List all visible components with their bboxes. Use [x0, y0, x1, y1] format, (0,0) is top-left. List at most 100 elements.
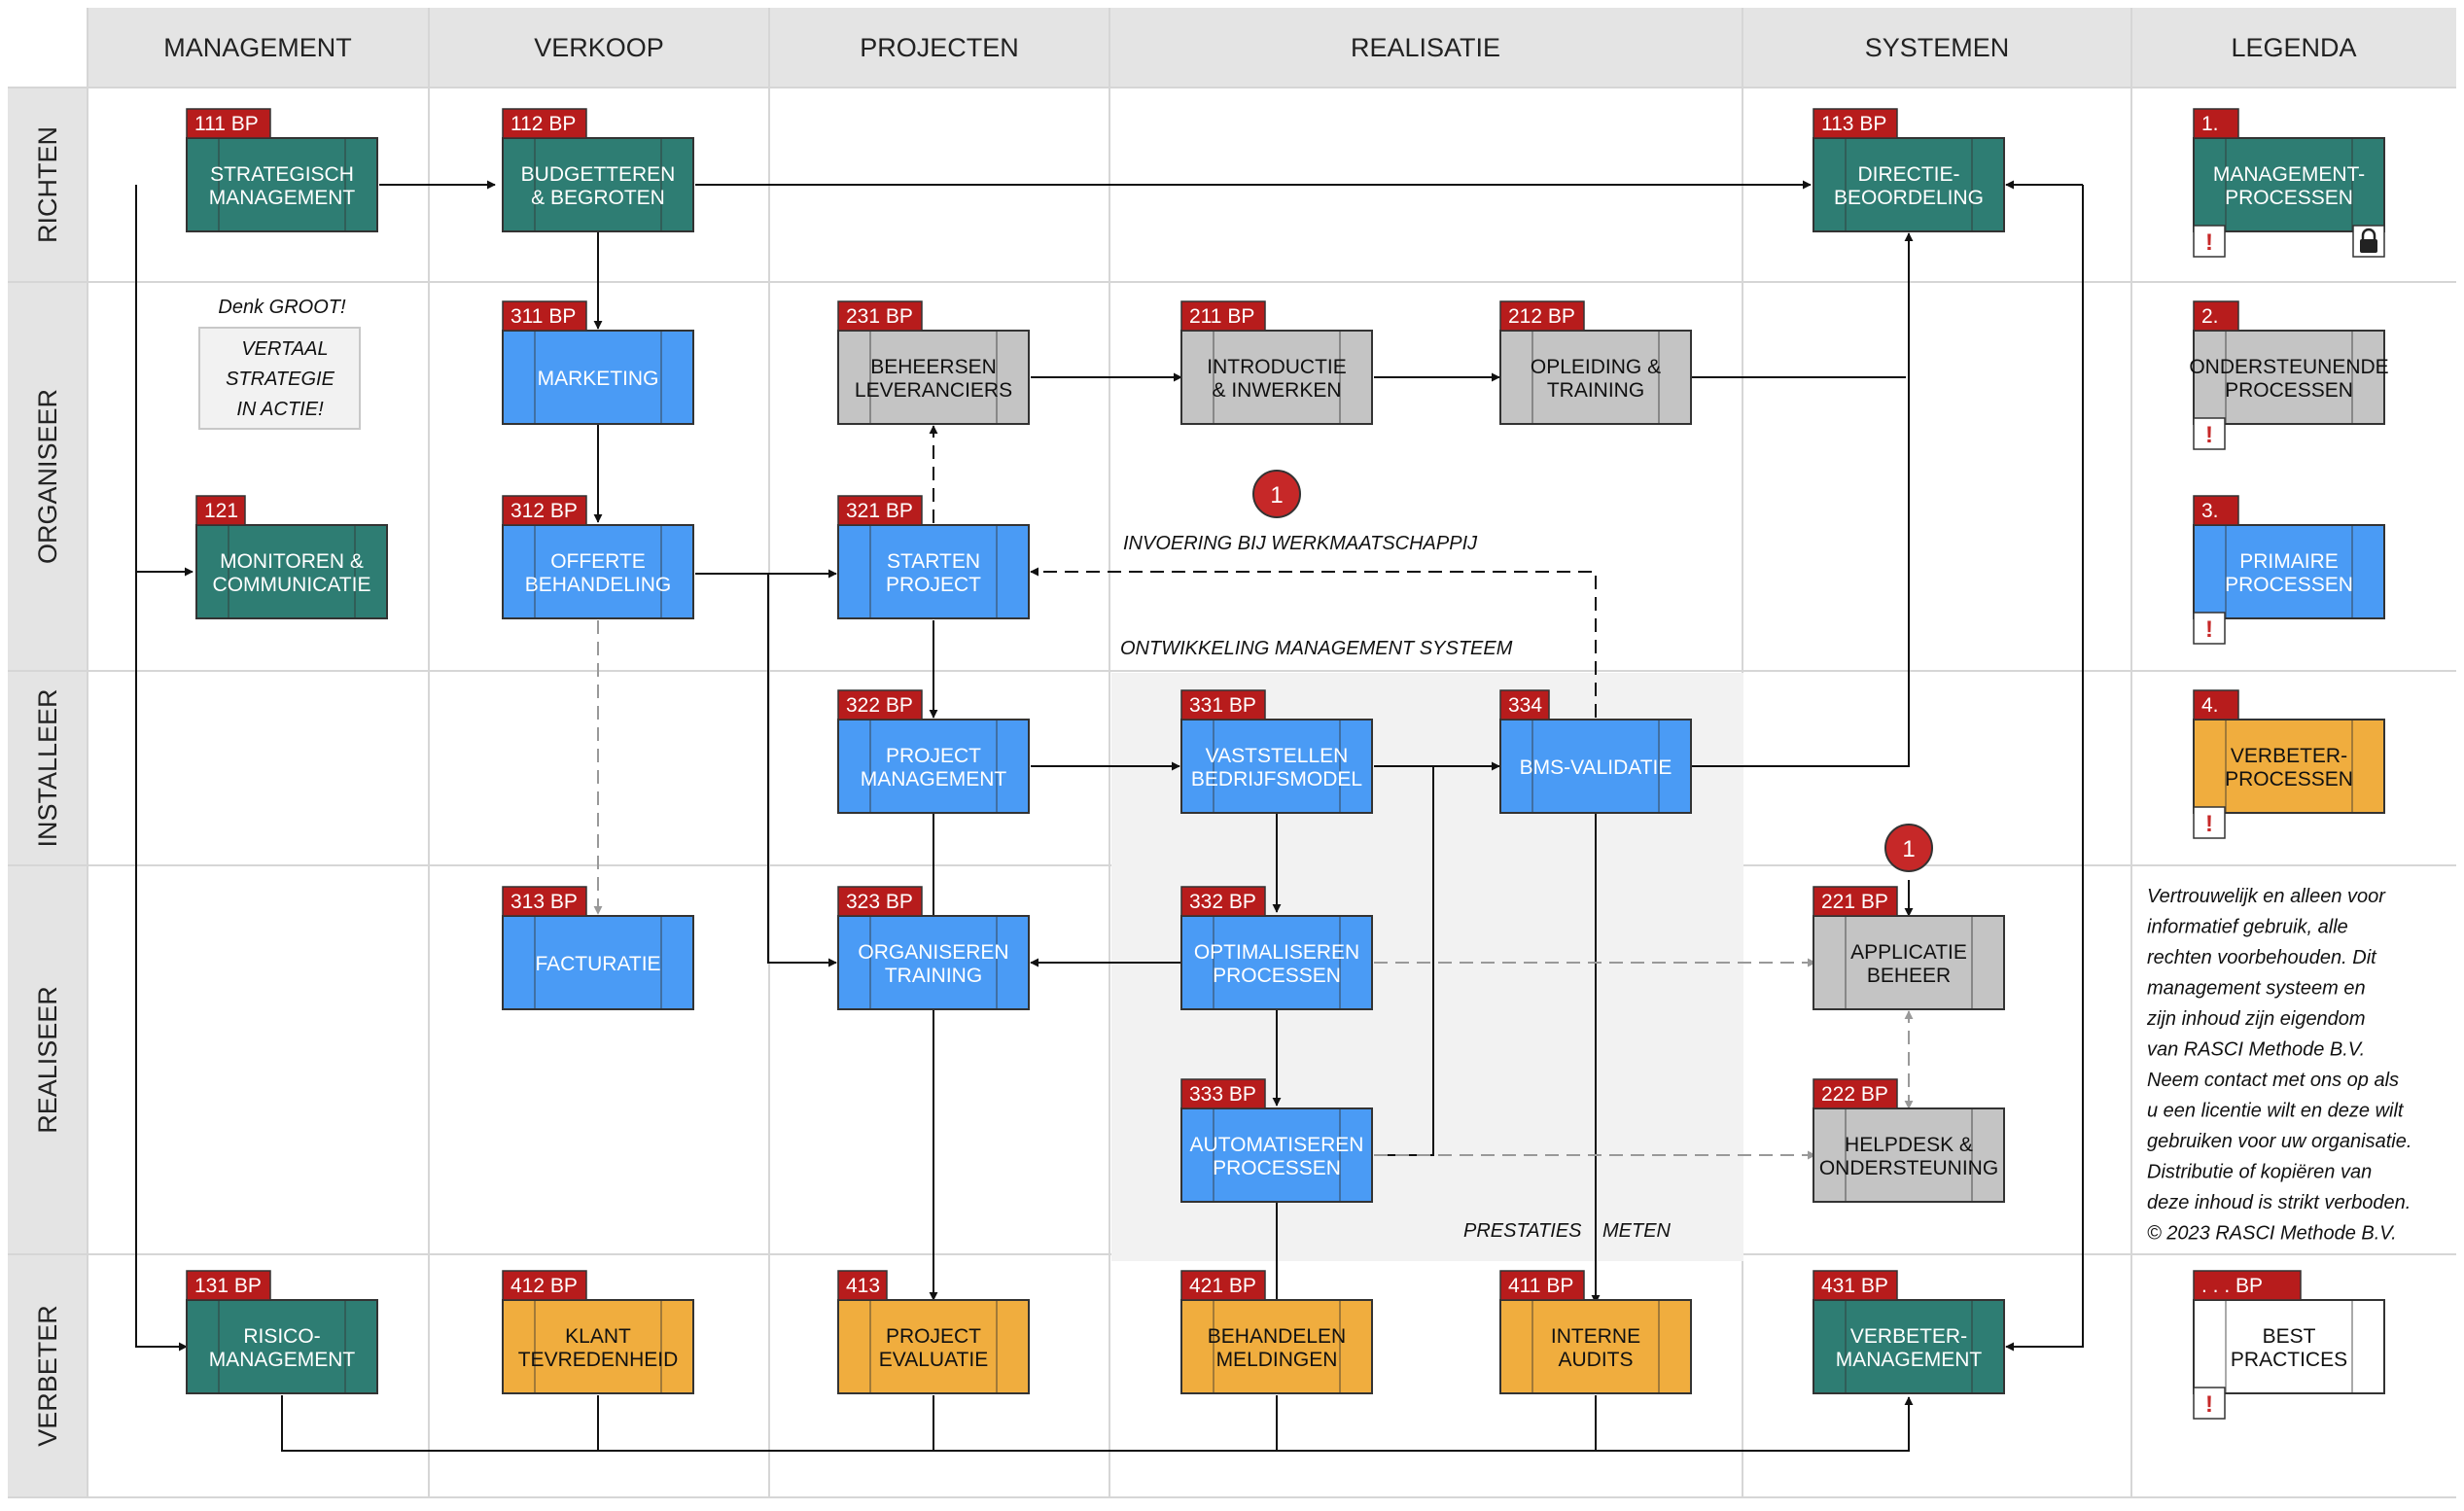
process-box[interactable]: 1.MANAGEMENT-PROCESSEN!	[2193, 108, 2385, 258]
warning-mark: !	[2205, 422, 2213, 448]
box-label: RISICO-	[243, 1325, 320, 1348]
note-vertaal-line: VERTAAL	[241, 338, 328, 360]
connector	[1374, 766, 1434, 1156]
warning-icon	[2193, 225, 2226, 258]
row-header: ORGANISEER	[33, 389, 62, 564]
tag-badge	[502, 1270, 587, 1301]
box-label: BEHANDELING	[525, 574, 672, 596]
tag-badge	[502, 886, 587, 917]
box-label: COMMUNICATIE	[213, 574, 371, 596]
process-box[interactable]: 311 BP MARKETING	[502, 300, 694, 425]
box-label: MANAGEMENT	[1836, 1349, 1983, 1371]
box-tag: 311 BP	[510, 305, 576, 328]
box-label: INTERNE	[1551, 1325, 1640, 1348]
box-label: & BEGROTEN	[531, 187, 665, 209]
alert-badge[interactable]: 1	[1884, 824, 1933, 872]
tag-badge	[1813, 1270, 1898, 1301]
box-tag: 412 BP	[510, 1275, 578, 1297]
connector	[767, 574, 837, 967]
box-label: VERBETER-	[2231, 745, 2347, 767]
connector	[2005, 185, 2084, 1352]
tag-badge	[2193, 108, 2239, 139]
box-label: PROCESSEN	[1213, 965, 1341, 987]
box-label: TRAINING	[885, 965, 982, 987]
tag-badge	[1180, 1270, 1266, 1301]
tag-badge	[1813, 886, 1898, 917]
disclaimer-line: © 2023 RASCI Methode B.V.	[2147, 1223, 2397, 1245]
box-label: APPLICATIE	[1850, 941, 1967, 964]
box-label: LEVERANCIERS	[855, 379, 1012, 402]
box-label: BEHANDELEN	[1208, 1325, 1346, 1348]
alert-badge[interactable]: 1	[1252, 470, 1301, 518]
box-tag: 331 BP	[1189, 694, 1256, 717]
legend: 1.MANAGEMENT-PROCESSEN!2.ONDERSTEUNENDEP…	[2189, 108, 2389, 1420]
tag-badge	[1180, 1078, 1266, 1109]
row-header: INSTALLEER	[33, 688, 62, 847]
box-label: AUDITS	[1558, 1349, 1633, 1371]
box-tag: 411 BP	[1508, 1275, 1573, 1297]
note-vertaal-line: IN ACTIE!	[236, 399, 324, 420]
tag-badge	[2193, 300, 2239, 332]
tag-badge	[1180, 886, 1266, 917]
warning-mark: !	[2205, 1391, 2213, 1418]
box-label: MARKETING	[538, 368, 659, 390]
disclaimer-line: Vertrouwelijk en alleen voor	[2147, 886, 2386, 907]
box-tag: . . . BP	[2201, 1275, 2263, 1297]
disclaimer: Vertrouwelijk en alleen voorinformatief …	[2146, 886, 2411, 1245]
tag-badge	[502, 495, 587, 526]
box-label: ORGANISEREN	[858, 941, 1008, 964]
dashed-connector	[1030, 567, 1597, 718]
badges: 11	[1252, 470, 1933, 872]
box-tag: 413	[846, 1275, 880, 1297]
tag-badge	[1499, 300, 1585, 332]
tag-badge	[837, 689, 923, 720]
disclaimer-line: deze inhoud is strikt verboden.	[2147, 1192, 2411, 1213]
box-tag: 321 BP	[846, 500, 913, 522]
note-prestaties: PRESTATIES	[1463, 1220, 1582, 1242]
box-tag: 421 BP	[1189, 1275, 1256, 1297]
disclaimer-line: zijn inhoud zijn eigendom	[2146, 1008, 2366, 1030]
note-ontwikkeling: ONTWIKKELING MANAGEMENT SYSTEEM	[1120, 638, 1513, 659]
warning-icon	[2193, 612, 2226, 645]
tag-badge	[502, 108, 587, 139]
box-label: TEVREDENHEID	[518, 1349, 679, 1371]
box-label: PRACTICES	[2231, 1349, 2347, 1371]
box-tag: 312 BP	[510, 500, 578, 522]
process-box[interactable]: 4.VERBETER-PROCESSEN!	[2193, 689, 2385, 839]
note-vertaal-box	[198, 327, 361, 430]
box-label: MANAGEMENT-	[2213, 163, 2365, 186]
box-tag: 1.	[2201, 113, 2219, 135]
box-tag: 334	[1508, 694, 1542, 717]
box-label: ONDERSTEUNING	[1819, 1157, 1998, 1179]
note-meten: METEN	[1602, 1220, 1672, 1242]
